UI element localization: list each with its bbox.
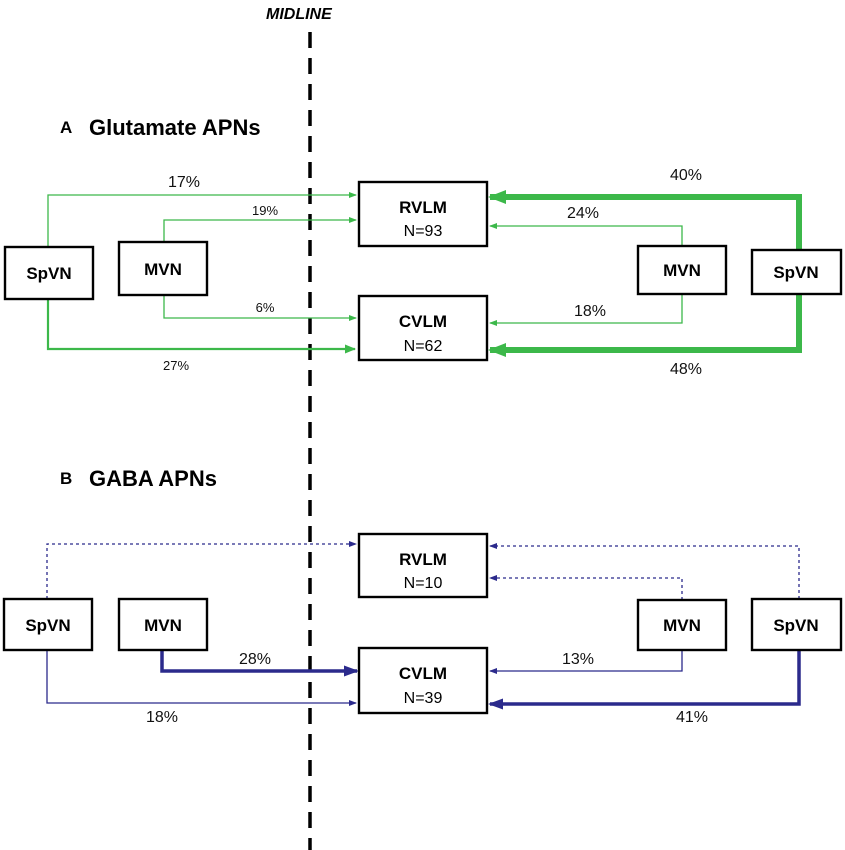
panel-a-arrows (46, 190, 802, 357)
pct-a-spvn-left-to-rvlm: 17% (168, 174, 200, 191)
panel-b-arrows (46, 541, 801, 710)
panel-a-rvlm-box: RVLM N=93 (357, 180, 489, 248)
pct-b-mvn-left-to-cvlm: 28% (239, 651, 271, 668)
box-label: SpVN (26, 264, 71, 283)
box-label: SpVN (25, 616, 70, 635)
pct-a-spvn-right-to-cvlm: 48% (670, 361, 702, 378)
arrow-a-spvn-right-to-cvlm (488, 294, 802, 357)
box-n-count: N=62 (404, 338, 443, 355)
panel-b-cvlm-box: CVLM N=39 (357, 646, 489, 715)
arrow-a-spvn-left-to-cvlm (46, 299, 356, 354)
arrow-b-mvn-right-to-cvlm (489, 650, 683, 674)
pct-b-spvn-left-to-cvlm: 18% (146, 709, 178, 726)
box-n-count: N=10 (404, 575, 443, 592)
panel-b-mvn-right-box: MVN (636, 598, 728, 652)
box-label: RVLM (399, 198, 447, 217)
arrow-a-mvn-right-to-rvlm (489, 223, 683, 246)
pct-a-mvn-left-to-cvlm: 6% (256, 300, 275, 315)
arrow-b-spvn-right-to-cvlm (488, 650, 801, 710)
panel-b-letter: B (60, 469, 72, 488)
panel-a-spvn-left-box: SpVN (3, 245, 95, 301)
box-label: CVLM (399, 312, 447, 331)
arrow-a-spvn-right-to-rvlm (488, 190, 802, 250)
pct-a-mvn-right-to-cvlm: 18% (574, 303, 606, 320)
pct-a-spvn-right-to-rvlm: 40% (670, 167, 702, 184)
pct-a-spvn-left-to-cvlm: 27% (163, 358, 189, 373)
box-label: MVN (144, 616, 182, 635)
arrow-b-spvn-left-to-rvlm (46, 541, 357, 599)
box-n-count: N=93 (404, 223, 443, 240)
box-label: MVN (663, 261, 701, 280)
pct-a-mvn-right-to-rvlm: 24% (567, 205, 599, 222)
panel-b-title: GABA APNs (89, 466, 217, 491)
box-label: SpVN (773, 263, 818, 282)
box-label: SpVN (773, 616, 818, 635)
panel-b-rvlm-box: RVLM N=10 (357, 532, 489, 599)
panel-a-mvn-right-box: MVN (636, 244, 728, 296)
arrow-a-mvn-right-to-cvlm (489, 294, 683, 326)
pct-a-mvn-left-to-rvlm: 19% (252, 203, 278, 218)
box-label: CVLM (399, 664, 447, 683)
panel-b-spvn-left-box: SpVN (2, 597, 94, 652)
box-n-count: N=39 (404, 690, 443, 707)
arrow-a-mvn-left-to-cvlm (163, 295, 357, 321)
pct-b-spvn-right-to-cvlm: 41% (676, 709, 708, 726)
panel-a-letter: A (60, 118, 72, 137)
panel-a-spvn-right-box: SpVN (750, 248, 843, 296)
panel-b-spvn-right-box: SpVN (750, 597, 843, 652)
arrow-a-mvn-left-to-rvlm (163, 217, 357, 242)
arrow-a-spvn-left-to-rvlm (47, 192, 357, 247)
arrow-b-spvn-right-to-rvlm (489, 543, 800, 599)
panel-a-title: Glutamate APNs (89, 115, 261, 140)
arrow-b-spvn-left-to-cvlm (46, 650, 357, 706)
midline-label: MIDLINE (266, 6, 333, 23)
panel-a-mvn-left-box: MVN (117, 240, 209, 297)
box-label: MVN (144, 260, 182, 279)
arrow-b-mvn-right-to-rvlm (489, 575, 683, 600)
box-label: RVLM (399, 550, 447, 569)
panel-a-cvlm-box: CVLM N=62 (357, 294, 489, 362)
arrow-b-mvn-left-to-cvlm (160, 650, 359, 677)
pct-b-mvn-right-to-cvlm: 13% (562, 651, 594, 668)
box-label: MVN (663, 616, 701, 635)
panel-b-mvn-left-box: MVN (117, 597, 209, 652)
